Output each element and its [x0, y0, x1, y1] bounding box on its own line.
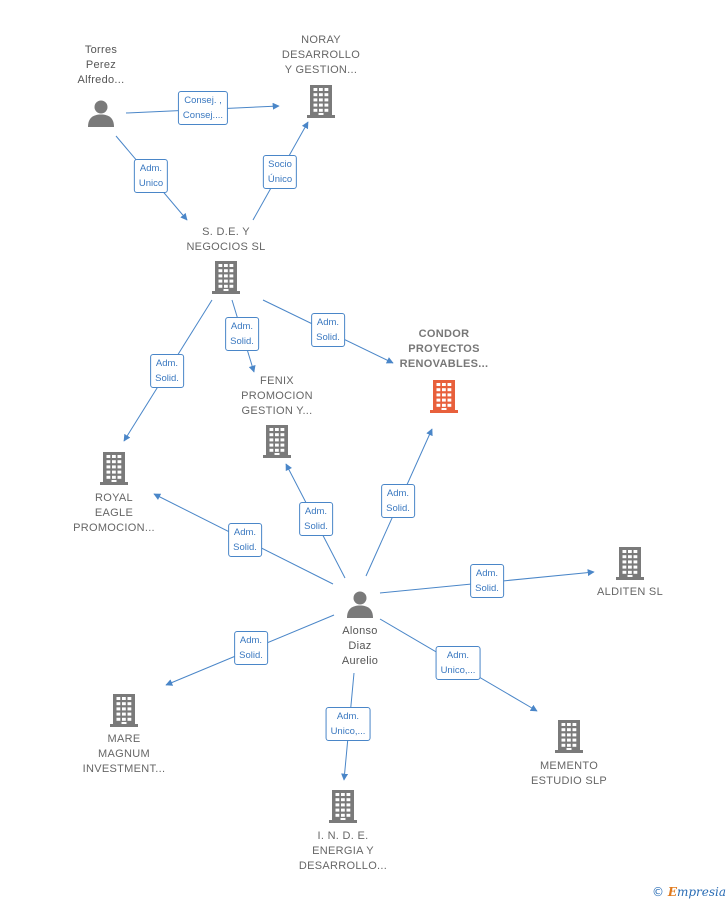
- node-label-line: MAGNUM: [98, 748, 150, 760]
- node-label[interactable]: MARE MAGNUM INVESTMENT...: [54, 732, 194, 777]
- edge-label-line: Adm.: [316, 317, 340, 328]
- building-icon[interactable]: [329, 789, 357, 828]
- building-icon[interactable]: [110, 693, 138, 732]
- edge-label-sde-royal[interactable]: Adm. Solid.: [150, 354, 184, 388]
- node-label-line: S. D.E. Y: [202, 226, 250, 238]
- node-label-line: PROYECTOS: [408, 343, 480, 355]
- node-label-line: EAGLE: [94, 507, 134, 519]
- edge-label-alonso-alditen[interactable]: Adm. Solid.: [470, 564, 504, 598]
- edge-label-line: Unico,...: [330, 726, 366, 737]
- edge-label-line: Único: [267, 174, 293, 185]
- copyright-symbol: ©: [652, 885, 664, 899]
- edge-label-line: Solid.: [239, 650, 263, 661]
- node-label-line: DESARROLLO: [281, 49, 361, 61]
- node-label-line: Alfredo...: [77, 74, 125, 86]
- node-label-line: GESTION Y...: [241, 405, 313, 417]
- node-label-line: ROYAL: [95, 492, 133, 504]
- edge-label-line: Adm.: [233, 527, 257, 538]
- node-label-line: FENIX: [260, 375, 294, 387]
- node-label[interactable]: CONDOR PROYECTOS RENOVABLES...: [374, 327, 514, 372]
- node-label-line: ENERGIA Y: [312, 845, 374, 857]
- edge-label-line: Solid.: [304, 521, 328, 532]
- edge-label-line: Unico: [138, 178, 164, 189]
- node-label[interactable]: FENIX PROMOCION GESTION Y...: [207, 374, 347, 419]
- edge-label-line: Solid.: [233, 542, 257, 553]
- edge-label-alonso-inde[interactable]: Adm. Unico,...: [325, 707, 371, 741]
- node-label-line: MARE: [107, 733, 141, 745]
- logo-text: mpresia: [676, 885, 727, 899]
- node-label[interactable]: MEMENTO ESTUDIO SLP: [499, 759, 639, 789]
- edge-label-line: Socio: [268, 159, 292, 170]
- edge-label-sde-fenix[interactable]: Adm. Solid.: [225, 317, 259, 351]
- node-label-line: Diaz: [348, 640, 372, 652]
- node-label-line: DESARROLLO...: [298, 860, 388, 872]
- empresia-logo[interactable]: © Empresia: [652, 885, 726, 899]
- node-label-line: RENOVABLES...: [399, 358, 489, 370]
- edge-label-line: Consej....: [182, 110, 224, 121]
- edge-label-sde-condor[interactable]: Adm. Solid.: [311, 313, 345, 347]
- edge-label-line: Adm.: [239, 635, 263, 646]
- edge-label-line: Adm.: [475, 568, 499, 579]
- logo-initial: E: [667, 885, 677, 899]
- edge-label-line: Solid.: [155, 373, 179, 384]
- building-icon[interactable]: [430, 379, 458, 418]
- edge-label-alonso-mare[interactable]: Adm. Solid.: [234, 631, 268, 665]
- person-icon[interactable]: [86, 98, 116, 133]
- node-label-line: PROMOCION: [241, 390, 313, 402]
- node-label-line: Y GESTION...: [284, 64, 358, 76]
- node-label-line: PROMOCION...: [73, 522, 155, 534]
- node-label[interactable]: S. D.E. Y NEGOCIOS SL: [156, 225, 296, 255]
- node-label-line: ESTUDIO SLP: [530, 775, 608, 787]
- node-label-line: I. N. D. E.: [317, 830, 369, 842]
- edge-label-line: Adm.: [336, 711, 360, 722]
- edge-label-line: Adm.: [230, 321, 254, 332]
- edge-label-alonso-condor[interactable]: Adm. Solid.: [381, 484, 415, 518]
- building-icon[interactable]: [263, 424, 291, 463]
- node-label-line: Torres: [84, 44, 118, 56]
- building-icon[interactable]: [100, 451, 128, 490]
- edge-label-line: Adm.: [446, 650, 470, 661]
- edge-label-alonso-fenix[interactable]: Adm. Solid.: [299, 502, 333, 536]
- node-label-line: Aurelio: [341, 655, 379, 667]
- edge-label-torres-sde[interactable]: Adm. Unico: [133, 159, 169, 193]
- edge-label-line: Adm.: [139, 163, 163, 174]
- node-label[interactable]: NORAY DESARROLLO Y GESTION...: [251, 33, 391, 78]
- node-label-line: Alonso: [342, 625, 378, 637]
- edge-label-line: Consej. ,: [184, 95, 222, 106]
- node-label-line: INVESTMENT...: [82, 763, 166, 775]
- edge-label-line: Solid.: [386, 503, 410, 514]
- building-icon[interactable]: [212, 260, 240, 299]
- edge-label-line: Solid.: [230, 336, 254, 347]
- edge-label-alonso-memento[interactable]: Adm. Unico,...: [435, 646, 481, 680]
- edge-label-alonso-royal[interactable]: Adm. Solid.: [228, 523, 262, 557]
- node-label-line: CONDOR: [418, 328, 470, 340]
- building-icon[interactable]: [307, 84, 335, 123]
- edge-label-line: Adm.: [386, 488, 410, 499]
- building-icon[interactable]: [616, 546, 644, 585]
- node-label-line: ALDITEN SL: [597, 586, 663, 598]
- node-label-line: Perez: [85, 59, 117, 71]
- person-icon[interactable]: [345, 589, 375, 624]
- edge-label-line: Solid.: [316, 332, 340, 343]
- node-label[interactable]: ROYAL EAGLE PROMOCION...: [44, 491, 184, 536]
- edge-label-line: Unico,...: [440, 665, 476, 676]
- node-label[interactable]: ALDITEN SL: [560, 585, 700, 600]
- building-icon[interactable]: [555, 719, 583, 758]
- node-label-line: MEMENTO: [539, 760, 599, 772]
- edge-label-torres-noray[interactable]: Consej. , Consej....: [177, 91, 229, 125]
- edge-label-line: Adm.: [304, 506, 328, 517]
- node-label-line: NEGOCIOS SL: [186, 241, 266, 253]
- edge-label-line: Solid.: [475, 583, 499, 594]
- node-label[interactable]: I. N. D. E. ENERGIA Y DESARROLLO...: [273, 829, 413, 874]
- edge-label-line: Adm.: [155, 358, 179, 369]
- node-label-line: NORAY: [301, 34, 341, 46]
